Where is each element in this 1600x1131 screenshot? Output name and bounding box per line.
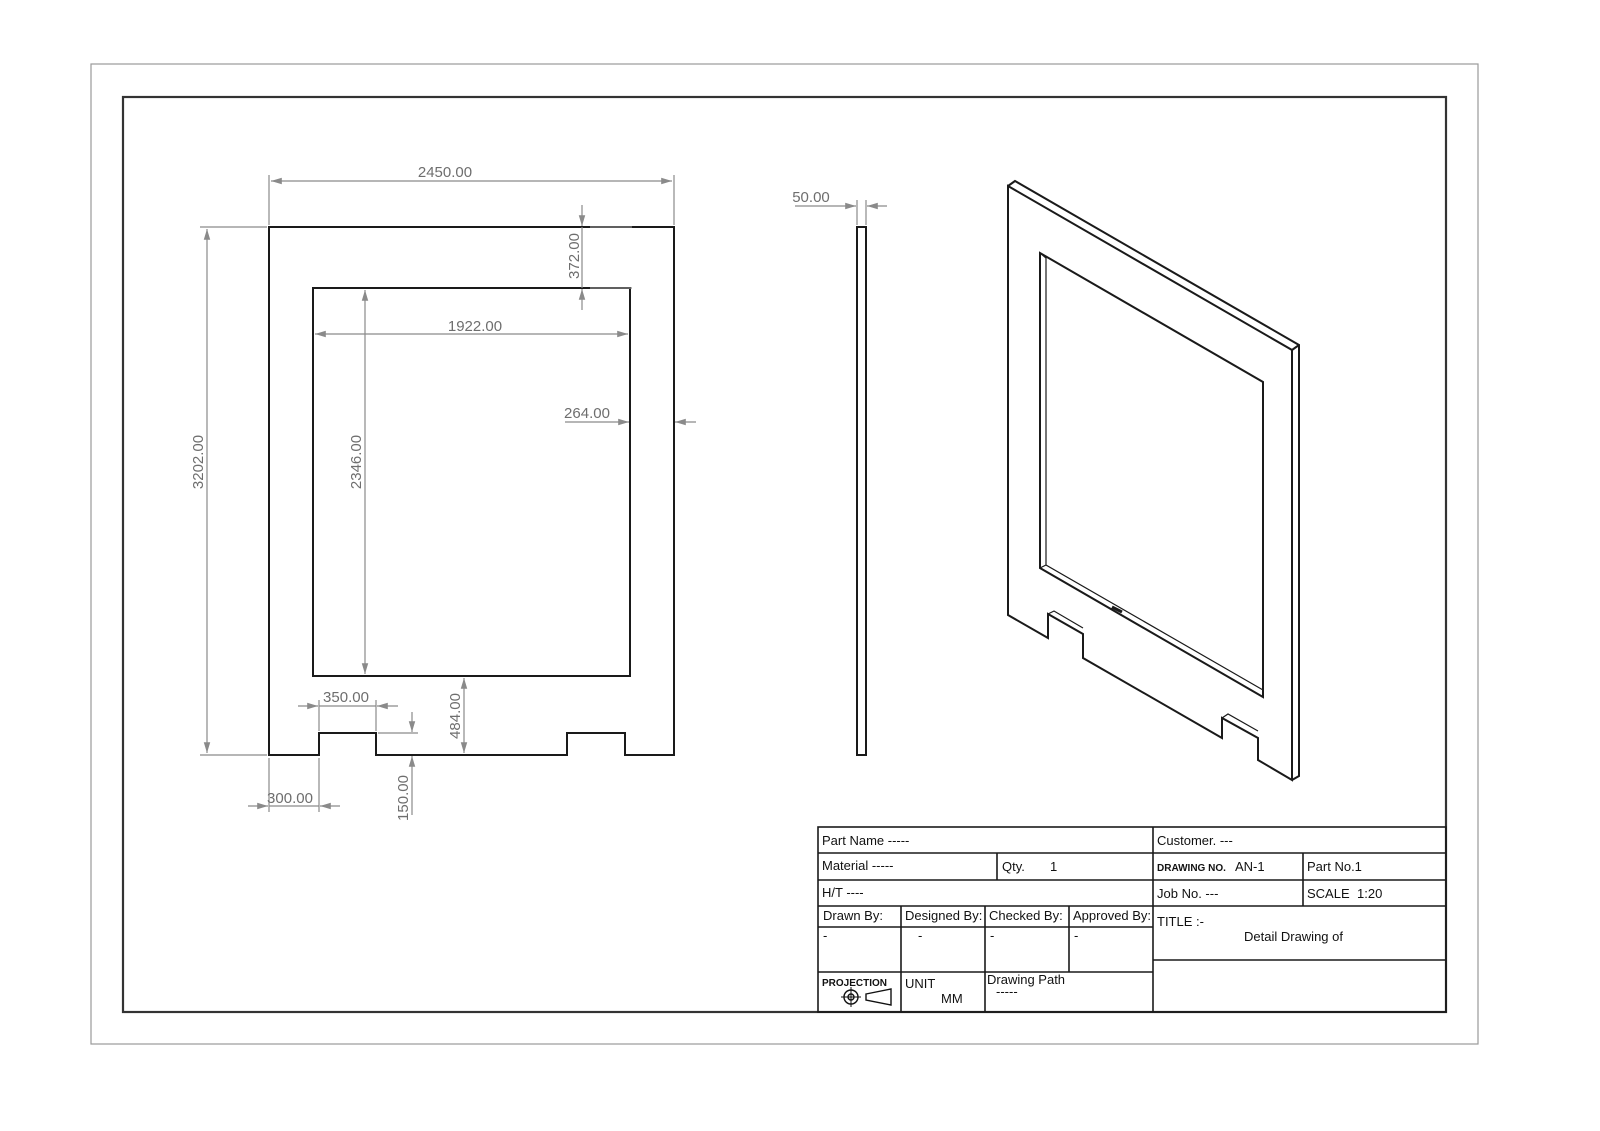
title-block: Part Name ----- Material ----- Qty. 1 H/… [817, 826, 1447, 1013]
dim-notch-width: 350.00 [298, 689, 398, 731]
job-no: Job No. --- [1157, 886, 1218, 901]
dim-label: 264.00 [564, 405, 610, 422]
side-view-outline [856, 226, 867, 756]
dim-notch-offset: 300.00 [248, 758, 340, 812]
drawing-no-value: AN-1 [1235, 859, 1265, 874]
dim-window-width: 1922.00 [315, 318, 628, 338]
dim-side-border: 264.00 [564, 405, 696, 426]
drawn-by-label: Drawn By: [823, 908, 883, 923]
designed-by-label: Designed By: [905, 908, 982, 923]
unit-value: MM [941, 991, 963, 1006]
drawn-by-value: - [823, 928, 827, 943]
material: Material ----- [822, 858, 894, 873]
front-view-window [312, 287, 631, 677]
isometric-view [1007, 179, 1300, 782]
qty-label: Qty. [1002, 859, 1025, 874]
dim-label: 2346.00 [348, 435, 365, 489]
dim-notch-depth: 150.00 [378, 712, 418, 821]
drawing-no-label: DRAWING NO. [1157, 863, 1226, 874]
front-view: 2450.00 372.00 1922.00 264.00 2346.00 32… [190, 164, 696, 821]
dim-overall-width: 2450.00 [268, 164, 675, 225]
dim-label: 350.00 [323, 689, 369, 706]
unit-label: UNIT [905, 976, 935, 991]
title-value: Detail Drawing of [1244, 929, 1343, 944]
side-view: 50.00 [792, 189, 887, 756]
projection-label: PROJECTION [822, 978, 887, 989]
dim-bottom-border: 484.00 [447, 678, 468, 753]
dim-overall-height: 3202.00 [190, 226, 267, 756]
dim-window-height: 2346.00 [348, 290, 369, 674]
checked-by-label: Checked By: [989, 908, 1063, 923]
designed-by-value: - [918, 928, 922, 943]
sheet-border [90, 63, 1479, 1045]
dim-label: 300.00 [267, 790, 313, 807]
dim-label: 50.00 [792, 189, 830, 206]
heat-treatment: H/T ---- [822, 885, 864, 900]
part-no: Part No.1 [1307, 859, 1362, 874]
dim-top-border: 372.00 [566, 205, 632, 310]
dim-label: 372.00 [566, 233, 583, 279]
drawing-path-value: ----- [996, 984, 1018, 999]
title-label: TITLE :- [1157, 914, 1204, 929]
drawing-frame [121, 95, 1448, 1014]
dim-label: 2450.00 [418, 164, 472, 181]
dim-label: 1922.00 [448, 318, 502, 335]
qty-value: 1 [1050, 859, 1057, 874]
checked-by-value: - [990, 928, 994, 943]
dim-label: 3202.00 [190, 435, 207, 489]
customer: Customer. --- [1157, 833, 1233, 848]
projection-symbol-icon [841, 987, 892, 1007]
dim-label: 150.00 [395, 775, 412, 821]
scale-value: 1:20 [1357, 886, 1382, 901]
drawing-path-label: Drawing Path [987, 972, 1065, 987]
dim-label: 484.00 [447, 693, 464, 739]
scale-label: SCALE [1307, 886, 1350, 901]
part-name: Part Name ----- [822, 833, 909, 848]
front-view-outline [268, 226, 675, 756]
approved-by-value: - [1074, 928, 1078, 943]
approved-by-label: Approved By: [1073, 908, 1151, 923]
